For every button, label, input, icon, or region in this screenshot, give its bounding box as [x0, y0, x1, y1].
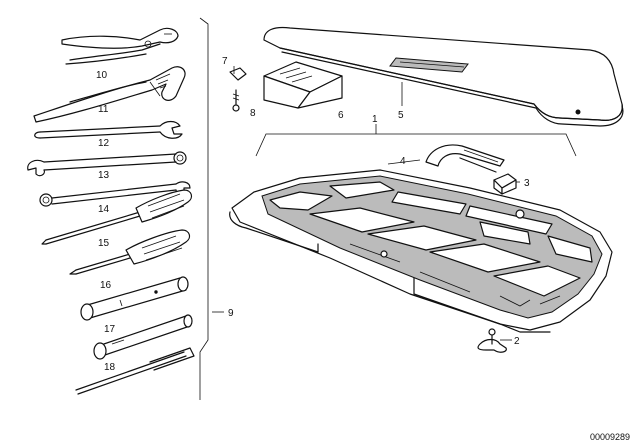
callout-15: 15: [98, 238, 110, 249]
wing-nut[interactable]: [477, 328, 507, 353]
callout-8: 8: [250, 108, 256, 119]
callout-13: 13: [98, 170, 110, 181]
leader-lines: [212, 82, 520, 341]
callout-5: 5: [398, 110, 404, 121]
flat-screwdriver[interactable]: [41, 189, 193, 245]
callout-12: 12: [98, 138, 110, 149]
callout-16: 16: [100, 280, 112, 291]
callout-9: 9: [228, 308, 234, 319]
callout-3: 3: [524, 178, 530, 189]
callout-4: 4: [400, 156, 406, 167]
callout-14: 14: [98, 204, 110, 215]
tool-group-bracket: [199, 17, 209, 400]
callout-17: 17: [104, 324, 116, 335]
callout-6: 6: [338, 110, 344, 121]
combination-pliers[interactable]: [61, 27, 179, 65]
callout-labels: 1 2 3 4 5 6 7 8 9 10 11 12 13 14 15 16 1…: [96, 56, 630, 442]
tray-group-bracket: [255, 133, 577, 157]
callout-10: 10: [96, 70, 108, 81]
tommy-bar-socket[interactable]: [93, 314, 193, 360]
callout-2: 2: [514, 336, 520, 347]
tool-set: [27, 17, 209, 400]
callout-7: 7: [222, 56, 228, 67]
callout-18: 18: [104, 362, 116, 373]
callout-11: 11: [98, 104, 109, 115]
tool-tray-body[interactable]: [229, 169, 613, 333]
callout-1: 1: [372, 114, 378, 125]
tray-knob-top[interactable]: [493, 173, 517, 195]
diagram-code: 00009289: [590, 432, 630, 442]
clip-and-screw[interactable]: [229, 66, 247, 112]
open-end-wrench[interactable]: [34, 120, 183, 139]
retaining-strap[interactable]: [425, 144, 505, 173]
tool-kit-assembly: [229, 26, 624, 353]
socket-wrench-tube[interactable]: [80, 276, 189, 321]
water-pump-pliers[interactable]: [33, 66, 186, 123]
tool-tray-cover[interactable]: [263, 26, 624, 127]
cross-screwdriver[interactable]: [69, 229, 191, 275]
small-storage-box[interactable]: [263, 61, 343, 109]
tommy-bar[interactable]: [75, 347, 195, 395]
